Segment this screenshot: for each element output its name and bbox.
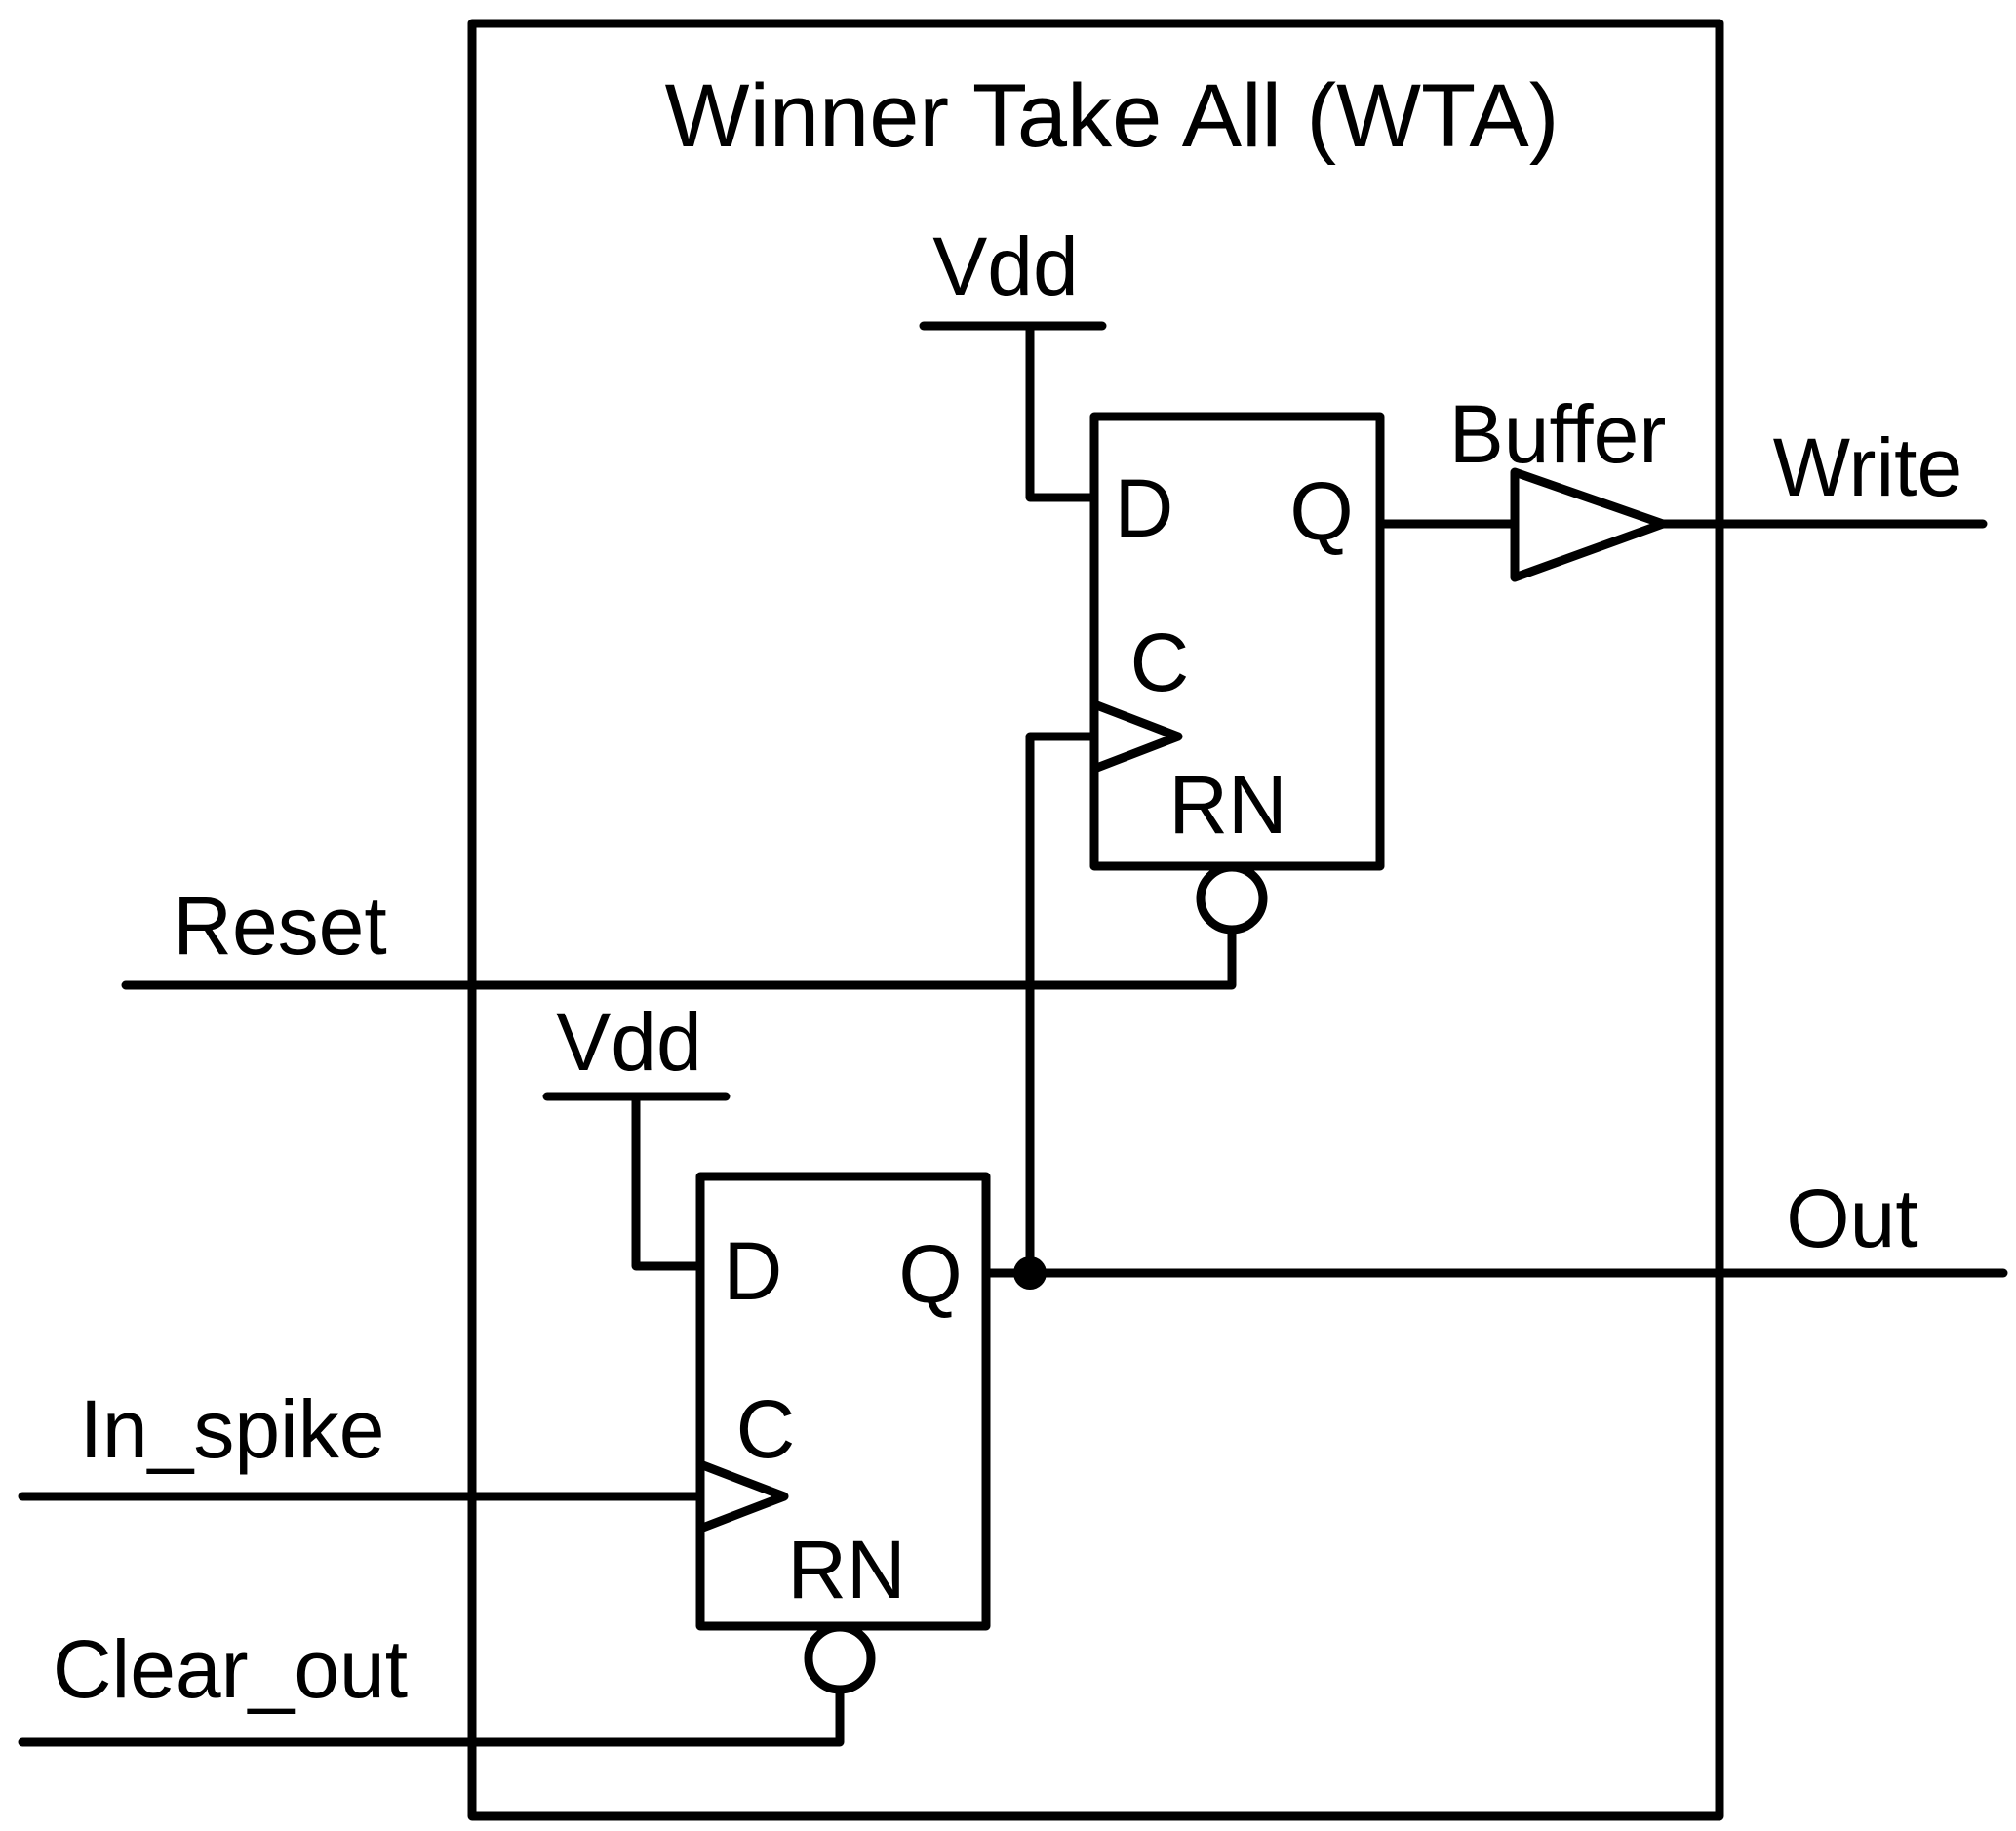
bottom-dff-clock-triangle-icon bbox=[695, 1459, 789, 1533]
buffer-label: Buffer bbox=[1449, 388, 1667, 480]
bottom-dff-pin-rn: RN bbox=[787, 1524, 905, 1615]
clear-out-label: Clear_out bbox=[53, 1623, 408, 1715]
wta-block-outline bbox=[467, 19, 1724, 1821]
clear-out-wire bbox=[18, 1686, 845, 1747]
bottom-vdd-to-d-wire bbox=[631, 1092, 705, 1271]
junction-dot-icon bbox=[1013, 1256, 1047, 1290]
top-dff-clock-triangle-icon bbox=[1089, 699, 1183, 774]
in-spike-label: In_spike bbox=[80, 1383, 385, 1475]
bottom-dff-pin-d: D bbox=[724, 1225, 783, 1317]
buffer-triangle-icon bbox=[1510, 467, 1668, 582]
out-label: Out bbox=[1786, 1173, 1917, 1264]
bottom-flip-flop: Vdd D Q C RN bbox=[542, 996, 991, 1694]
top-dff-pin-c: C bbox=[1130, 617, 1190, 708]
reset-wire bbox=[121, 926, 1237, 990]
top-dff-pin-rn: RN bbox=[1168, 759, 1286, 851]
top-dff-reset-bubble-icon bbox=[1196, 862, 1268, 935]
bottom-vdd-label: Vdd bbox=[556, 996, 701, 1088]
reset-label: Reset bbox=[173, 880, 386, 972]
top-flip-flop: Vdd D Q C RN bbox=[919, 220, 1385, 935]
bottom-dff-pin-c: C bbox=[736, 1383, 796, 1475]
top-vdd-label: Vdd bbox=[932, 220, 1078, 312]
wta-title: Winner Take All (WTA) bbox=[665, 66, 1560, 166]
feedback-clock-wire bbox=[1025, 732, 1099, 1278]
write-label: Write bbox=[1773, 421, 1962, 513]
bottom-dff-reset-bubble-icon bbox=[804, 1622, 876, 1694]
bottom-dff-pin-q: Q bbox=[898, 1228, 962, 1320]
top-vdd-to-d-wire bbox=[1025, 321, 1099, 502]
top-dff-pin-q: Q bbox=[1289, 465, 1353, 557]
top-dff-pin-d: D bbox=[1115, 462, 1174, 554]
